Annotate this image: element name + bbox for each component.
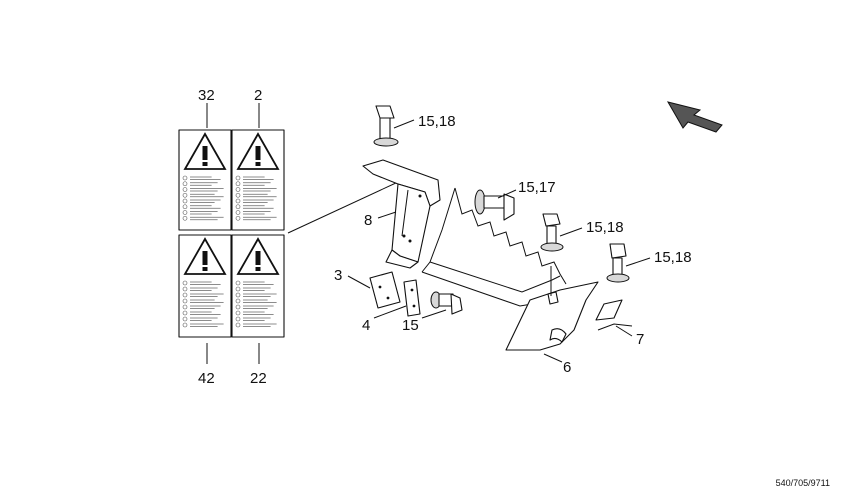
callout-bracket-8: 8: [364, 212, 372, 229]
fine-print-bullet: [182, 310, 188, 316]
decal-label-42: 42: [198, 370, 215, 387]
plate-4: [403, 279, 421, 317]
fine-print-bullet: [235, 215, 241, 221]
guard-frame-6: [421, 187, 599, 351]
callout-bolt-right1: 15,18: [586, 219, 624, 236]
callout-bolt-top: 15,18: [418, 113, 456, 130]
fine-print-bullet: [235, 198, 241, 204]
bolt-15: [430, 291, 463, 315]
fine-print-bullet: [182, 215, 188, 221]
fine-print-bullet: [235, 181, 241, 187]
direction-arrow-icon: [666, 101, 723, 133]
callout-plate-3: 3: [334, 267, 342, 284]
fine-print-bullet: [182, 280, 188, 286]
fine-print-bullet: [182, 192, 188, 198]
fine-print-bullet: [182, 204, 188, 210]
fine-print-bullet: [235, 175, 241, 181]
decal-bottom-right: [231, 234, 285, 338]
fine-print-bullet: [182, 198, 188, 204]
decal-bottom-left: [178, 234, 232, 338]
fine-print-bullet: [235, 298, 241, 304]
callout-bolt-15: 15: [402, 317, 419, 334]
decal-top-right: [231, 129, 285, 231]
fine-print-bullet: [182, 316, 188, 322]
fine-print-bullet: [182, 175, 188, 181]
clip-7: [595, 299, 633, 331]
bolt-top: [373, 105, 399, 147]
callout-clip-7: 7: [636, 331, 644, 348]
bolt-mid: [474, 189, 515, 221]
decal-fine-print: [182, 175, 277, 328]
fine-print-bullet: [235, 192, 241, 198]
fine-print-bullet: [182, 322, 188, 328]
reference-code: 540/705/9711: [775, 478, 830, 488]
plate-3: [369, 271, 401, 309]
fine-print-bullet: [182, 286, 188, 292]
decal-top-left: [178, 129, 232, 231]
callout-plate-4: 4: [362, 317, 370, 334]
fine-print-bullet: [182, 187, 188, 192]
fine-print-bullet: [235, 210, 241, 215]
fine-print-bullet: [182, 210, 188, 215]
decal-label-2: 2: [254, 87, 262, 104]
callout-guard-6: 6: [563, 359, 571, 376]
fine-print-bullet: [182, 304, 188, 310]
bracket-8: [362, 159, 441, 269]
decal-label-22: 22: [250, 370, 267, 387]
fine-print-bullet: [235, 310, 241, 316]
fine-print-bullet: [235, 280, 241, 286]
callout-bolt-right2: 15,18: [654, 249, 692, 266]
fine-print-bullet: [235, 286, 241, 292]
decal-connector-line: [287, 181, 399, 234]
fine-print-bullet: [235, 292, 241, 298]
fine-print-bullet: [235, 187, 241, 192]
callout-bolt-mid: 15,17: [518, 179, 556, 196]
fine-print-bullet: [235, 304, 241, 310]
fine-print-bullet: [182, 181, 188, 187]
fine-print-bullet: [235, 204, 241, 210]
fine-print-bullet: [235, 316, 241, 322]
decal-label-32: 32: [198, 87, 215, 104]
fine-print-bullet: [182, 298, 188, 304]
bolt-right1: [540, 213, 564, 252]
fine-print-bullet: [182, 292, 188, 298]
bolt-right2: [606, 243, 630, 283]
decal-sheet: [178, 103, 285, 364]
fine-print-bullet: [235, 322, 241, 328]
